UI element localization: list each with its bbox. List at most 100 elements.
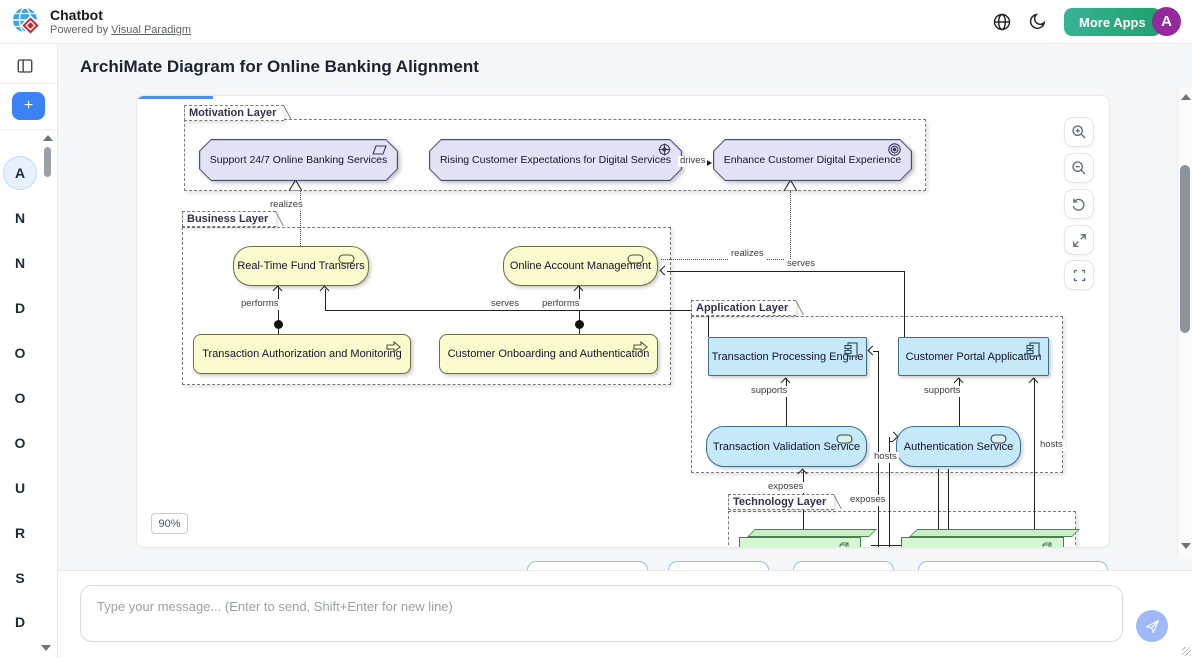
zoom-level-badge: 90%: [151, 513, 188, 534]
sidebar-scroll-down-icon[interactable]: [41, 645, 51, 651]
app-header: Chatbot Powered by Visual Paradigm More …: [0, 0, 1192, 44]
goal-icon: [888, 143, 901, 156]
relation-label-hosts: hosts: [1038, 439, 1065, 451]
send-icon: [1145, 619, 1160, 634]
hosts-line: [873, 351, 878, 352]
visual-paradigm-logo-icon: [10, 5, 44, 39]
sidebar-scroll-up-icon[interactable]: [43, 135, 53, 141]
visual-paradigm-link[interactable]: Visual Paradigm: [111, 24, 192, 36]
business-process-tam: Transaction Authorization and Monitoring: [193, 334, 411, 374]
zoom-in-button[interactable]: [1064, 117, 1094, 147]
supports-line: [786, 378, 787, 426]
sidebar-item-chat-r[interactable]: R: [14, 525, 26, 541]
business-process-icon: [386, 340, 401, 354]
sidebar-item-chat-d2[interactable]: D: [14, 614, 26, 630]
goal-enhance-experience: Enhance Customer Digital Experience: [713, 139, 912, 181]
business-service-icon: [627, 254, 644, 264]
send-button[interactable]: [1136, 610, 1168, 642]
business-process-coa: Customer Onboarding and Authentication: [439, 334, 658, 374]
chat-input-bar: [58, 570, 1192, 658]
sidebar-item-chat-u[interactable]: U: [14, 480, 26, 496]
sidebar-scrollbar-thumb[interactable]: [44, 147, 51, 177]
page-title: ArchiMate Diagram for Online Banking Ali…: [80, 57, 479, 76]
relation-label-realizes: realizes: [729, 248, 766, 260]
business-service-icon: [338, 254, 355, 264]
scroll-down-icon[interactable]: [1181, 543, 1191, 549]
driver-rising-expectations: Rising Customer Expectations for Digital…: [429, 139, 682, 181]
requirement-icon: [372, 145, 387, 155]
relation-label-performs: performs: [540, 298, 582, 310]
chat-message-input[interactable]: [80, 585, 1123, 642]
connector-line: [871, 545, 901, 546]
assignment-ball: [575, 320, 584, 329]
exposes-line: [938, 469, 939, 547]
application-service-icon: [990, 434, 1007, 444]
language-globe-icon[interactable]: [992, 12, 1012, 32]
business-layer-tab: Business Layer: [182, 211, 277, 227]
sidebar-item-chat-n2[interactable]: N: [14, 255, 26, 271]
technology-layer-tab: Technology Layer: [728, 494, 835, 510]
diagram-canvas: Motivation Layer Support 24/7 Online Ban…: [136, 95, 1110, 548]
business-process-icon: [633, 340, 648, 354]
motivation-layer-group: [184, 119, 926, 191]
main-content: ArchiMate Diagram for Online Banking Ali…: [58, 44, 1192, 658]
app-service-auth: Authentication Service: [896, 426, 1021, 467]
device-icon: [838, 542, 850, 547]
influence-arrowhead: [705, 159, 712, 167]
realization-line: [790, 191, 791, 259]
exposes-line: [948, 469, 949, 547]
scroll-up-icon[interactable]: [1181, 94, 1191, 100]
sidebar-item-chat-o1[interactable]: O: [14, 345, 26, 361]
textarea-resize-grip[interactable]: [1182, 647, 1191, 656]
powered-by: Powered by Visual Paradigm: [50, 24, 192, 36]
sidebar-item-chat-s[interactable]: S: [15, 570, 25, 586]
application-service-icon: [836, 434, 853, 444]
serves-line: [667, 271, 904, 272]
relation-label-performs: performs: [239, 298, 281, 310]
hosts-line: [1034, 378, 1035, 547]
new-chat-button[interactable]: +: [12, 92, 45, 120]
relation-label-exposes: exposes: [848, 494, 888, 506]
realization-triangle: [288, 178, 303, 192]
realization-triangle: [783, 178, 798, 192]
business-service-rtft: Real-Time Fund Transfers: [233, 246, 369, 286]
card-accent-bar: [137, 96, 213, 99]
sidebar-item-chat-o3[interactable]: O: [14, 435, 26, 451]
device-icon: [1041, 542, 1053, 547]
relation-label-hosts: hosts: [872, 451, 899, 463]
reset-view-button[interactable]: [1064, 189, 1094, 219]
main-scrollbar-thumb[interactable]: [1180, 165, 1190, 333]
sidebar-item-chat-n1[interactable]: N: [14, 210, 26, 226]
supports-line: [959, 378, 960, 426]
sidebar-divider: [0, 83, 57, 84]
fit-to-screen-button[interactable]: [1064, 225, 1094, 255]
sidebar-item-chat-d1[interactable]: D: [14, 300, 26, 316]
sidebar-item-chat-a[interactable]: A: [3, 156, 37, 190]
serves-line: [708, 310, 709, 337]
panel-toggle-icon[interactable]: [16, 57, 34, 75]
dark-mode-moon-icon[interactable]: [1028, 12, 1048, 32]
relation-label-serves: serves: [489, 298, 521, 310]
sidebar-item-chat-o2[interactable]: O: [14, 390, 26, 406]
avatar[interactable]: A: [1152, 7, 1181, 36]
sidebar-divider: [0, 129, 57, 130]
more-apps-button[interactable]: More Apps: [1064, 8, 1161, 36]
sidebar: + A N N D O O O U R S D: [0, 44, 58, 658]
motivation-layer-tab: Motivation Layer: [184, 105, 285, 121]
main-scrollbar[interactable]: [1177, 88, 1192, 557]
serves-line: [325, 310, 708, 311]
app-service-tvs: Transaction Validation Service: [706, 426, 867, 467]
realization-line: [300, 191, 301, 246]
relation-label-exposes: exposes: [766, 481, 806, 493]
component-icon: [844, 342, 858, 357]
relation-label-supports: supports: [922, 385, 963, 397]
relation-label-serves: serves: [785, 258, 817, 270]
business-service-oam: Online Account Management: [503, 246, 658, 286]
relation-label-realizes: realizes: [268, 199, 305, 211]
zoom-out-button[interactable]: [1064, 153, 1094, 183]
fullscreen-button[interactable]: [1064, 260, 1094, 290]
assignment-line: [278, 286, 279, 334]
hosts-line: [878, 351, 879, 547]
requirement-support-247: Support 24/7 Online Banking Services: [199, 139, 398, 181]
relation-label-drives: drives: [678, 155, 708, 167]
